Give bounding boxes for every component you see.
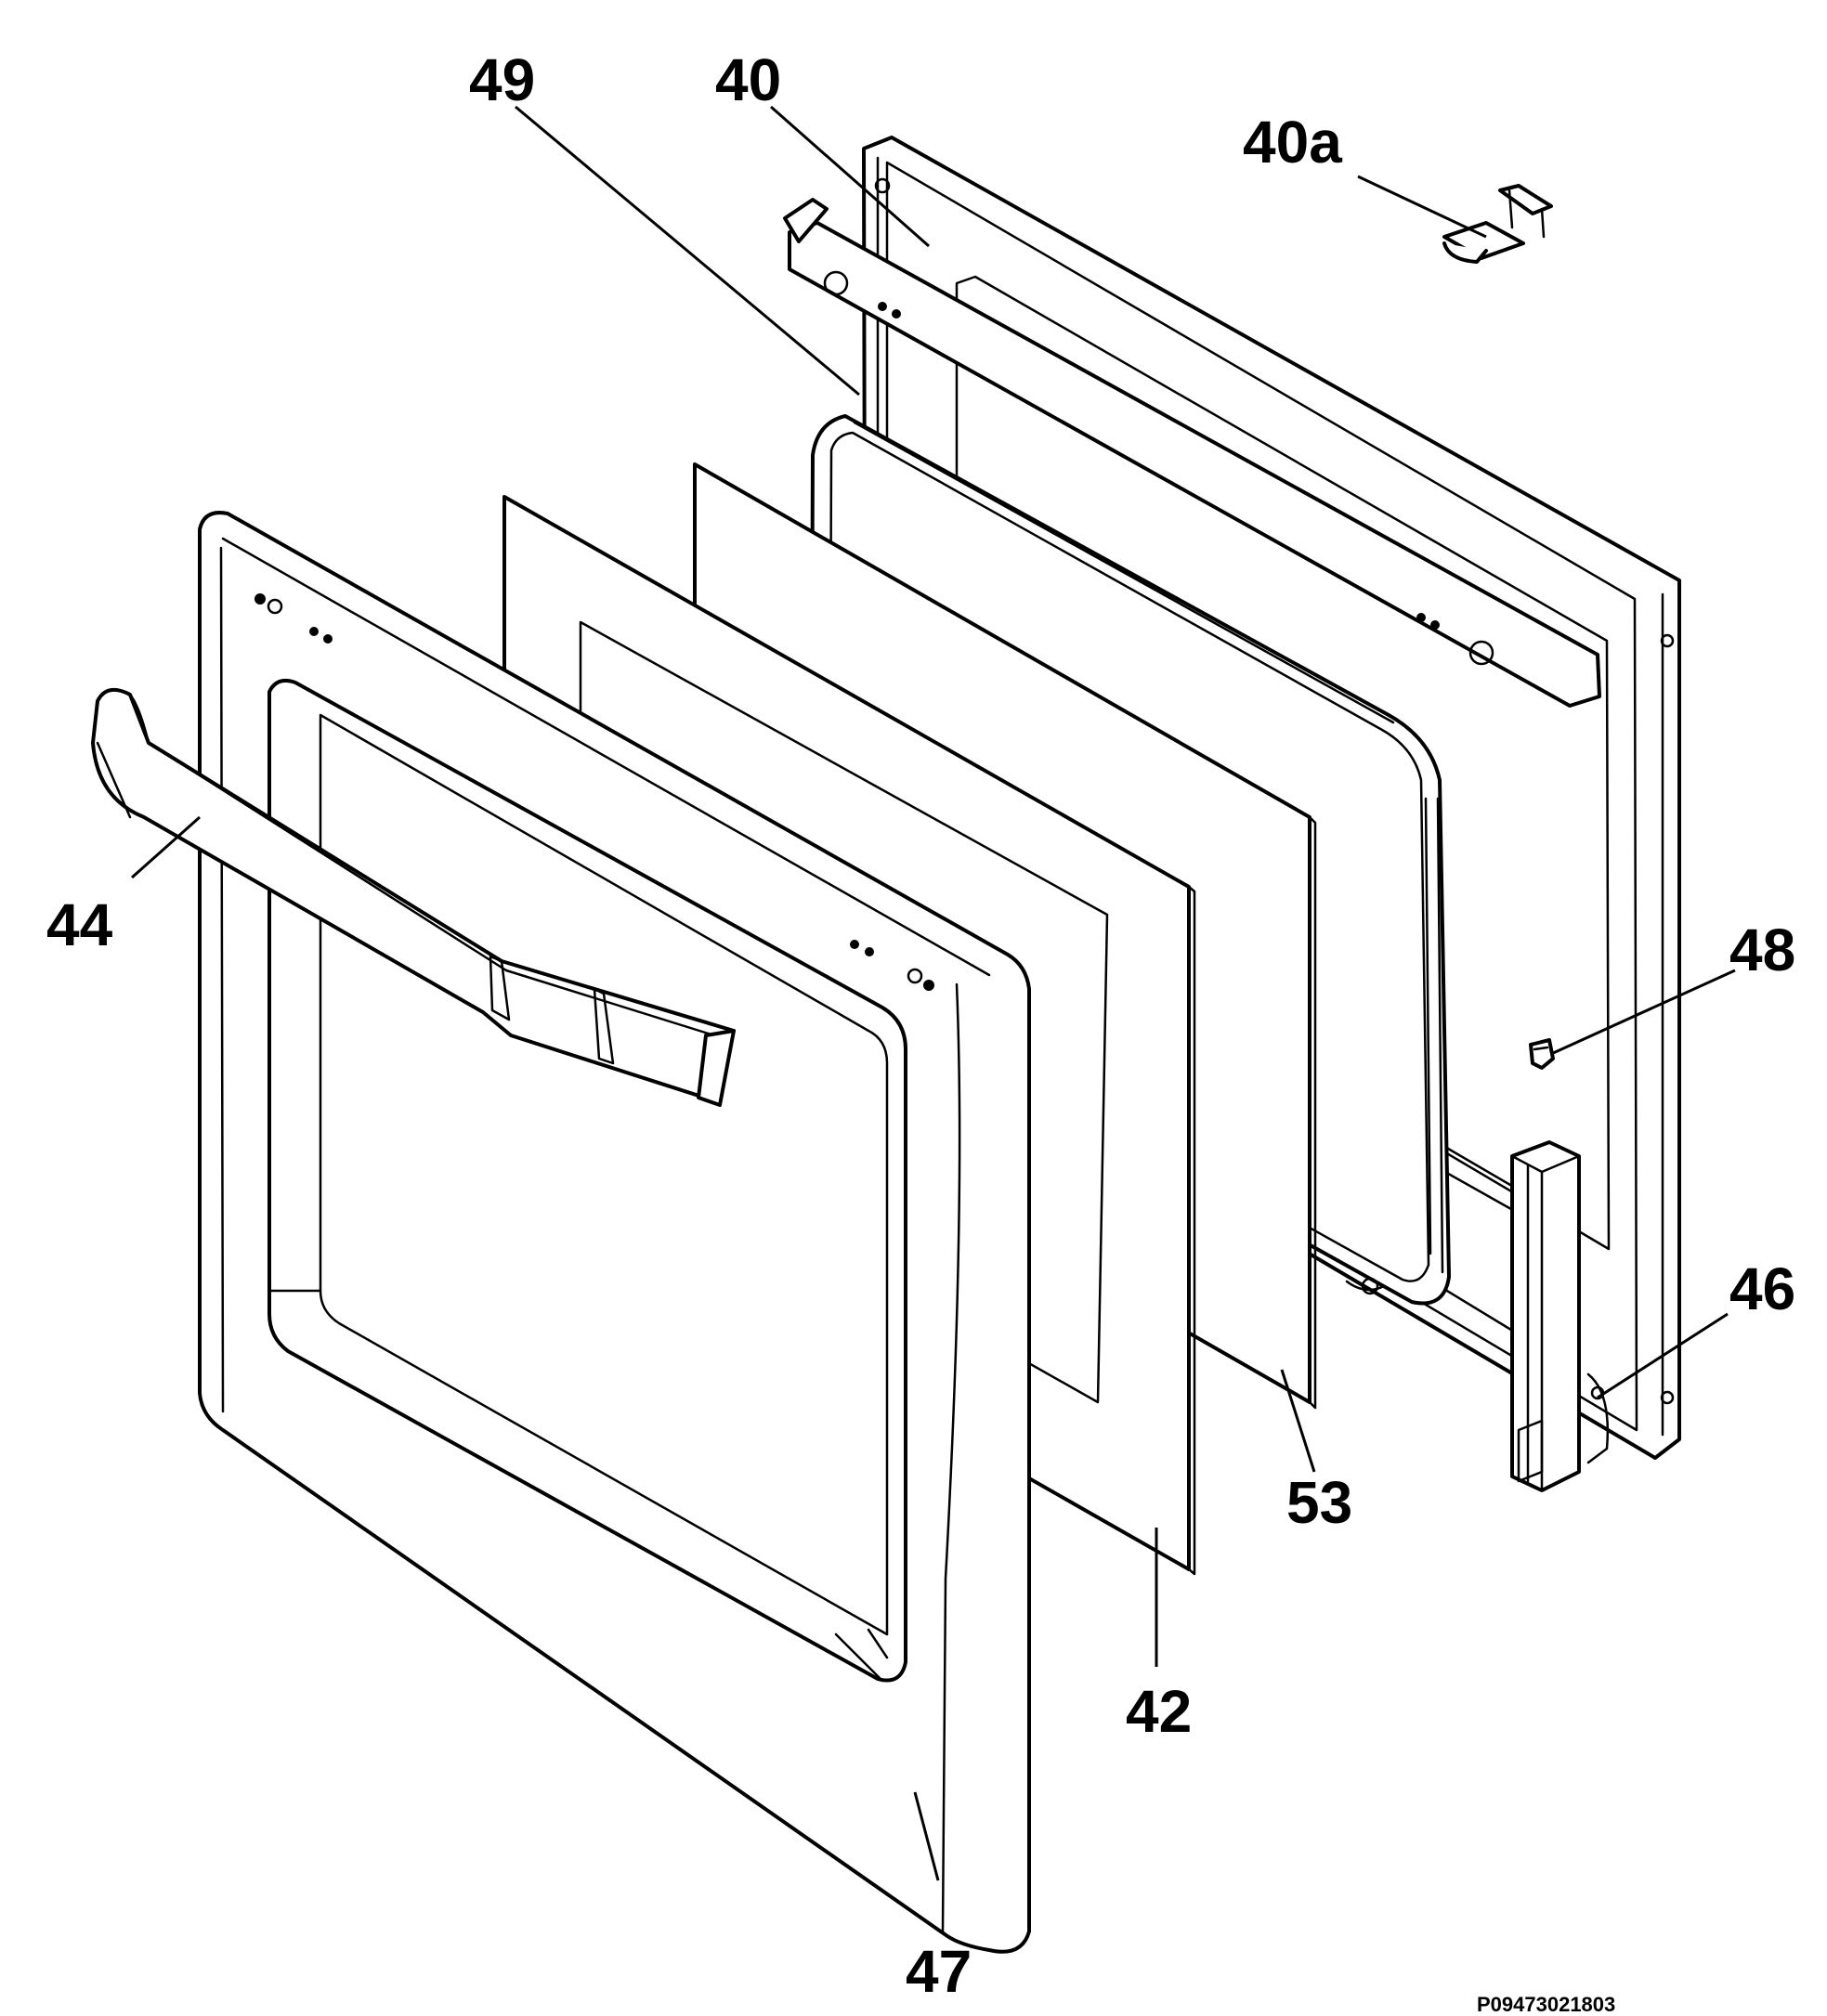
callout-40a: 40a — [1243, 109, 1342, 176]
leader-49 — [515, 105, 860, 397]
callout-48: 48 — [1729, 917, 1795, 983]
callout-44: 44 — [46, 891, 113, 958]
hinge-bracket-part-46 — [1510, 1140, 1610, 1492]
leader-40 — [770, 105, 930, 248]
callout-labels: 49 40 40a 44 48 46 53 42 47 P09473021803 — [46, 46, 1795, 2016]
callout-53: 53 — [1286, 1469, 1352, 1536]
callout-46: 46 — [1729, 1255, 1795, 1322]
door-handle-part-44 — [91, 687, 736, 1107]
leader-53 — [1280, 1369, 1316, 1473]
leader-47 — [913, 1791, 940, 1881]
callout-47: 47 — [906, 1938, 972, 2005]
leader-44 — [131, 815, 201, 879]
callout-40: 40 — [715, 46, 781, 113]
document-id: P09473021803 — [1477, 1993, 1615, 2016]
leader-40a — [1357, 175, 1487, 239]
callout-49: 49 — [469, 46, 535, 113]
leader-48 — [1550, 969, 1736, 1056]
hinge-piece-part-40a — [1442, 184, 1553, 264]
callout-42: 42 — [1126, 1678, 1192, 1745]
leader-46 — [1597, 1312, 1729, 1399]
clip-part-48 — [1529, 1038, 1555, 1070]
leader-lines — [131, 105, 1736, 1881]
